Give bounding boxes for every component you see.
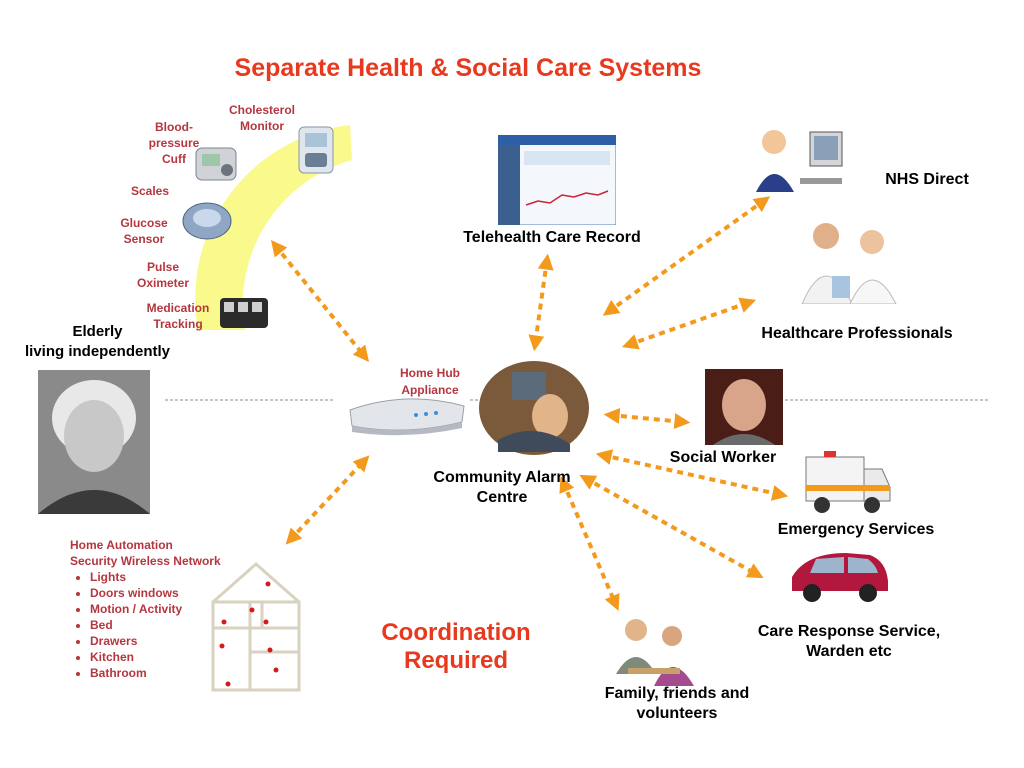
arrow-alarm-nhs bbox=[602, 196, 771, 316]
social-worker-label: Social Worker bbox=[669, 449, 777, 466]
cholesterol-monitor-icon bbox=[298, 126, 334, 174]
family-friends-clipart bbox=[616, 619, 694, 686]
home-hub-label: Home Hub Appliance bbox=[400, 366, 460, 397]
healthcare-professionals-label: Healthcare Professionals bbox=[761, 325, 953, 342]
arrow-alarm-social bbox=[603, 407, 691, 430]
medication-tracker-icon bbox=[220, 298, 268, 328]
home-automation-title: Home Automation bbox=[70, 538, 173, 552]
arrow-alarm-family bbox=[559, 476, 620, 611]
community-alarm-label: Community Alarm Centre bbox=[433, 469, 571, 506]
arrow-house-hub bbox=[285, 455, 370, 545]
device-label-scales: Scales bbox=[130, 184, 170, 198]
automation-item: Bathroom bbox=[90, 665, 270, 681]
arrow-alarm-care bbox=[579, 474, 764, 579]
home-automation-subtitle: Security Wireless Network bbox=[70, 554, 221, 568]
nhs-direct-clipart bbox=[756, 130, 843, 192]
device-label-blood-pressure: Blood-pressure Cuff bbox=[148, 120, 200, 166]
automation-item: Kitchen bbox=[90, 649, 270, 665]
device-label-glucose: Glucose Sensor bbox=[120, 216, 168, 246]
arrow-alarm-telehealth bbox=[528, 253, 554, 352]
blood-pressure-cuff-icon bbox=[195, 147, 237, 181]
elderly-label: Elderly living independently bbox=[24, 323, 170, 360]
community-alarm-photo bbox=[479, 361, 589, 455]
device-label-cholesterol: Cholesterol Monitor bbox=[228, 103, 295, 133]
arrow-devices-hub bbox=[270, 240, 370, 362]
family-friends-label: Family, friends and volunteers bbox=[604, 685, 750, 722]
home-hub-icon bbox=[349, 398, 465, 436]
care-response-label: Care Response Service, Warden etc bbox=[757, 623, 941, 660]
minivan-icon bbox=[792, 553, 888, 602]
automation-item: Doors windows bbox=[90, 585, 270, 601]
automation-item: Bed bbox=[90, 617, 270, 633]
social-worker-photo bbox=[705, 369, 783, 445]
emergency-services-label: Emergency Services bbox=[777, 521, 935, 538]
elderly-woman-photo bbox=[38, 370, 150, 514]
automation-item: Drawers bbox=[90, 633, 270, 649]
page-title: Separate Health & Social Care Systems bbox=[234, 54, 702, 82]
coordination-required-text: Coordination Required bbox=[381, 619, 531, 674]
device-label-pulse: Pulse Oximeter bbox=[136, 260, 190, 290]
automation-item: Motion / Activity bbox=[90, 601, 270, 617]
ambulance-icon bbox=[805, 451, 891, 513]
nhs-direct-label: NHS Direct bbox=[885, 171, 969, 188]
automation-item: Lights bbox=[90, 569, 270, 585]
house-floorplan-icon bbox=[211, 561, 301, 692]
healthcare-professionals-photo bbox=[792, 214, 906, 304]
arrow-alarm-healthcare bbox=[621, 297, 757, 350]
telehealth-label: Telehealth Care Record bbox=[463, 229, 641, 246]
device-label-medication: Medication Tracking bbox=[146, 301, 210, 331]
telehealth-record-screenshot bbox=[498, 135, 616, 225]
device-arc bbox=[195, 125, 352, 330]
home-automation-list: Home Automation Security Wireless Networ… bbox=[70, 537, 270, 681]
glucose-sensor-icon bbox=[182, 202, 232, 240]
